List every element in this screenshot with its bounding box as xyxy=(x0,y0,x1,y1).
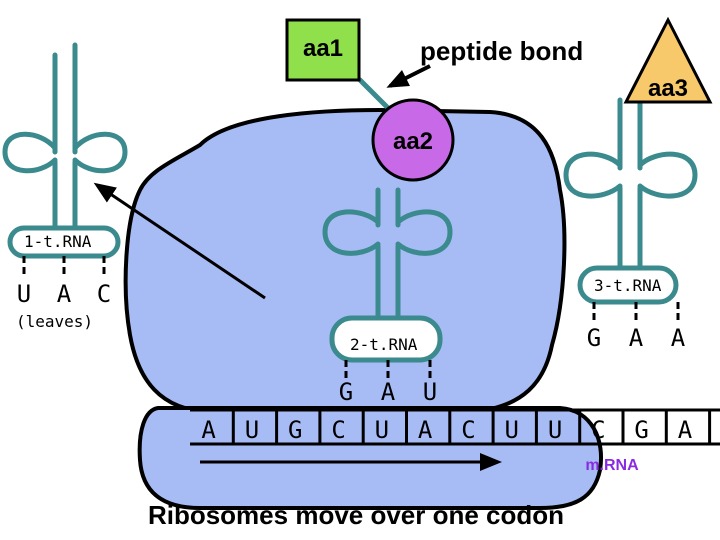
trna-3-label: 3-t.RNA xyxy=(594,276,662,295)
trna-2 xyxy=(322,187,453,382)
trna-2-label: 2-t.RNA xyxy=(350,335,418,354)
aa1-box xyxy=(285,18,361,82)
mrna-base: A xyxy=(418,416,433,444)
trna-1 xyxy=(2,42,128,278)
aa3-label: aa3 xyxy=(648,75,688,102)
ribosome-small-subunit xyxy=(137,406,603,510)
caption: Ribosomes move over one codon xyxy=(148,500,564,530)
mrna-base: A xyxy=(678,416,693,444)
trna-2-anticodon-2: A xyxy=(381,378,396,406)
peptide-bond-label: peptide bond xyxy=(420,36,583,66)
mrna-base: C xyxy=(591,416,605,444)
mrna-base: G xyxy=(634,416,648,444)
mrna-base: C xyxy=(461,416,475,444)
aa3-triangle xyxy=(623,16,713,104)
mrna-base: U xyxy=(245,416,259,444)
mrna-base: A xyxy=(201,416,216,444)
trna-1-label: 1-t.RNA xyxy=(24,232,92,251)
aa2-label: aa2 xyxy=(393,128,433,155)
mrna-base: U xyxy=(548,416,562,444)
peptide-bond-arrow xyxy=(386,64,431,88)
mrna-base: U xyxy=(505,416,519,444)
trna-3-anticodon-1: G xyxy=(587,324,601,352)
mrna-base: C xyxy=(331,416,345,444)
trna-2-anticodon-3: U xyxy=(423,378,437,406)
mrna-base: U xyxy=(375,416,389,444)
aa2-circle xyxy=(371,98,455,182)
mrna-base: G xyxy=(288,416,302,444)
trna-1-anticodon-2: A xyxy=(57,280,72,308)
trna-3-anticodon-2: A xyxy=(629,324,644,352)
ribosome-large-subunit xyxy=(123,107,567,414)
trna-3-anticodon-3: A xyxy=(671,324,686,352)
mrna-label: m.RNA xyxy=(585,457,639,474)
trna-3 xyxy=(563,97,698,324)
trna-2-anticodon-1: G xyxy=(339,378,353,406)
trna-1-anticodon-3: C xyxy=(97,280,111,308)
trna-leaving-arrow xyxy=(93,182,266,300)
trna-1-anticodon-1: U xyxy=(17,280,31,308)
aa1-label: aa1 xyxy=(303,35,343,62)
leaves-label: (leaves) xyxy=(16,312,93,331)
